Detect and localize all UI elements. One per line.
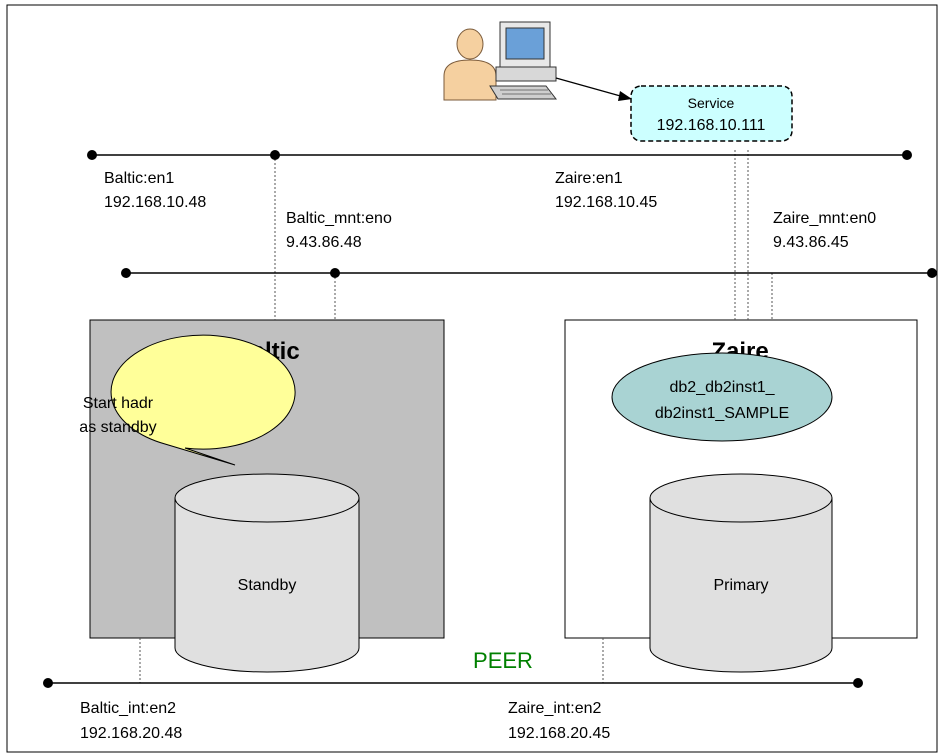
baltic-en1-ip: 192.168.10.48 bbox=[104, 194, 206, 211]
standby-disk-label: Standby bbox=[238, 577, 297, 594]
hadr-resource-ellipse bbox=[611, 352, 833, 442]
service-ip-box bbox=[630, 85, 793, 142]
zaire-en1-label: Zaire:en1 bbox=[555, 170, 623, 187]
baltic-mnt-node bbox=[330, 268, 340, 278]
zaire-int-label: Zaire_int:en2 bbox=[508, 700, 601, 717]
public-net-end-right bbox=[902, 150, 912, 160]
standby-disk bbox=[174, 473, 360, 673]
network-lines bbox=[48, 154, 932, 684]
primary-disk bbox=[649, 473, 833, 673]
resource-line1: db2_db2inst1_ bbox=[670, 379, 776, 396]
callout-bubble bbox=[110, 334, 296, 466]
peer-state-label: PEER bbox=[473, 648, 533, 673]
private-net-end-right bbox=[853, 678, 863, 688]
zaire-mnt-ip: 9.43.86.45 bbox=[773, 234, 849, 251]
baltic-int-ip: 192.168.20.48 bbox=[80, 725, 182, 742]
zaire-mnt-label: Zaire_mnt:en0 bbox=[773, 210, 876, 227]
resource-line2: db2inst1_SAMPLE bbox=[655, 405, 789, 422]
baltic-en1-label: Baltic:en1 bbox=[104, 170, 174, 187]
mgmt-net-end-right bbox=[927, 268, 937, 278]
callout-line2: as standby bbox=[79, 419, 156, 436]
primary-disk-label: Primary bbox=[713, 577, 768, 594]
network-endpoints bbox=[43, 150, 937, 688]
baltic-en1-node bbox=[270, 150, 280, 160]
user-icon bbox=[443, 28, 497, 101]
client-to-service-arrow bbox=[555, 77, 625, 98]
mgmt-net-end-left bbox=[121, 268, 131, 278]
public-net-end-left bbox=[87, 150, 97, 160]
private-net-end-left bbox=[43, 678, 53, 688]
service-ip: 192.168.10.111 bbox=[657, 117, 766, 134]
baltic-mnt-label: Baltic_mnt:eno bbox=[286, 210, 392, 227]
baltic-int-label: Baltic_int:en2 bbox=[80, 700, 176, 717]
arrow-head bbox=[618, 91, 632, 101]
zaire-en1-ip: 192.168.10.45 bbox=[555, 194, 657, 211]
baltic-mnt-ip: 9.43.86.48 bbox=[286, 234, 362, 251]
callout-line1: Start hadr bbox=[83, 395, 154, 412]
computer-icon bbox=[489, 21, 558, 100]
zaire-int-ip: 192.168.20.45 bbox=[508, 725, 610, 742]
service-label: Service bbox=[688, 95, 735, 111]
adapter-connectors bbox=[139, 150, 773, 683]
user-workstation-icon bbox=[443, 21, 558, 101]
